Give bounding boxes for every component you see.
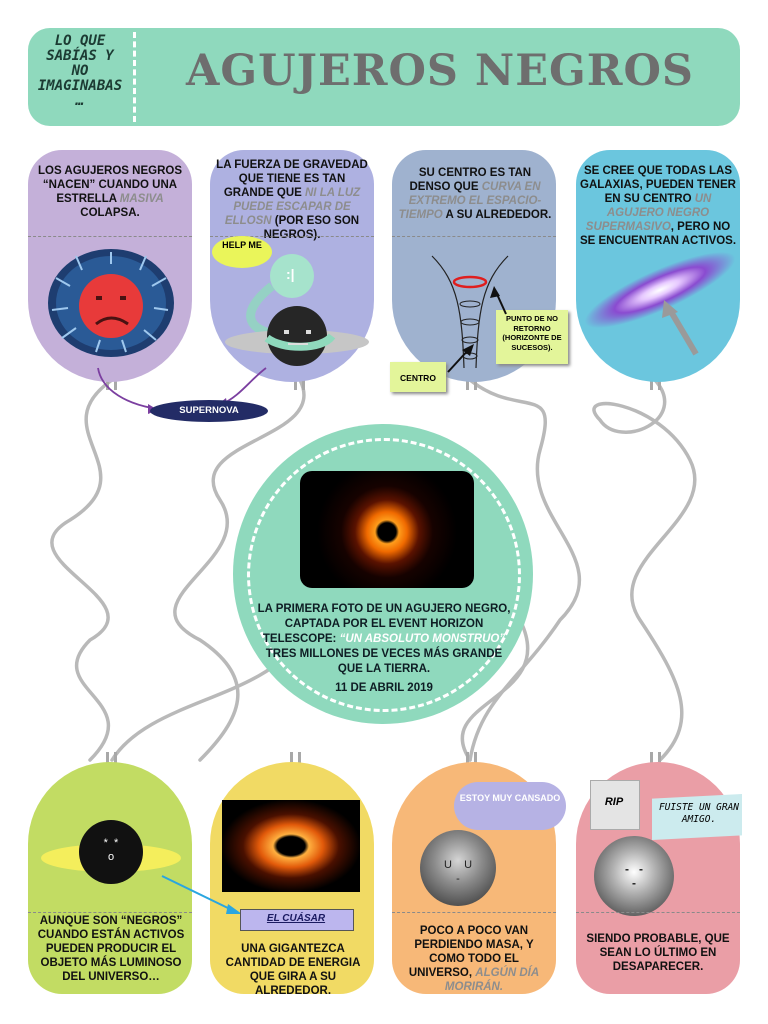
card-gravity-divider xyxy=(210,236,374,237)
card-active-text: AUNQUE SON “NEGROS” CUANDO ESTÁN ACTIVOS… xyxy=(37,915,185,983)
tired-bubble xyxy=(454,782,566,830)
label-point-of-no-return xyxy=(496,310,568,364)
card-birth-divider xyxy=(28,236,192,237)
center-circle-dashed xyxy=(247,438,521,712)
quasar-image xyxy=(222,800,360,892)
rip-tombstone xyxy=(590,780,640,830)
tired-face: U U - xyxy=(443,859,473,885)
galaxy-icon xyxy=(584,251,736,356)
page-title: AGUJEROS NEGROS xyxy=(186,46,694,96)
ghost-face: :| xyxy=(286,266,295,282)
card-last-text: SIENDO PROBABLE, QUE SEAN LO ÚLTIMO EN D… xyxy=(586,933,730,973)
fading-face: - - - xyxy=(625,862,643,890)
supernova-pill xyxy=(150,400,268,422)
center-line-1: LA PRIMERA FOTO DE UN AGUJERO NEGRO, xyxy=(257,603,511,615)
rip-text: RIP xyxy=(604,796,624,808)
center-date: 11 DE ABRIL 2019 xyxy=(335,682,433,694)
quasar-arrow xyxy=(161,875,242,914)
card-birth-text: LOS AGUJEROS NEGROS “NACEN” CUANDO UNA E… xyxy=(38,165,182,219)
center-line-2: CAPTADA POR EL EVENT HORIZON xyxy=(284,618,484,630)
card-quasar-text: UNA GIGANTEZCA CANTIDAD DE ENERGIA QUE G… xyxy=(225,943,361,997)
label-center-text: CENTRO xyxy=(400,373,436,383)
collapsing-star-icon xyxy=(48,249,174,357)
active-face: * * o xyxy=(103,837,119,863)
glowing-black-hole-icon xyxy=(41,820,181,884)
label-point-of-no-return-text: PUNTO DE NO RETORNO (HORIZONTE DE SUCESO… xyxy=(502,314,562,352)
card-last-divider xyxy=(576,912,740,913)
quasar-banner-label: EL CUÁSAR xyxy=(266,913,326,924)
center-line-3: TELESCOPE: “UN ABSOLUTO MONSTRUO” xyxy=(262,633,506,645)
card-active-divider xyxy=(28,912,192,913)
header-banner xyxy=(28,28,740,126)
card-galaxies-text: SE CREE QUE TODAS LAS GALAXIAS, PUEDEN T… xyxy=(579,165,737,247)
card-dying-divider xyxy=(392,912,556,913)
farewell-flag xyxy=(652,794,742,840)
fading-black-hole-icon xyxy=(594,836,674,916)
farewell-flag-text: FUISTE UN GRAN AMIGO. xyxy=(658,802,740,825)
card-dying-text: POCO A POCO VAN PERDIENDO MASA, Y COMO T… xyxy=(408,925,540,993)
label-center xyxy=(390,362,446,392)
quasar-banner xyxy=(240,909,354,931)
supernova-label: SUPERNOVA xyxy=(179,405,239,416)
card-gravity-text: LA FUERZA DE GRAVEDAD QUE TIENE ES TAN G… xyxy=(216,159,368,241)
card-spacetime-divider xyxy=(392,236,556,237)
header-subtitle: LO QUE SABÍAS Y NO IMAGINABAS … xyxy=(37,33,123,109)
center-line-4: TRES MILLONES DE VECES MÁS GRANDE xyxy=(265,648,503,660)
header-divider xyxy=(133,32,136,122)
black-hole-photo xyxy=(300,471,474,588)
center-line-5: QUE LA TIERRA. xyxy=(337,663,431,675)
black-hole-swallow-icon xyxy=(225,254,369,366)
arrows-spacetime xyxy=(447,286,507,373)
help-bubble: HELP ME xyxy=(212,236,272,268)
tired-bubble-text: ESTOY MUY CANSADO xyxy=(459,793,561,803)
tired-black-hole-icon xyxy=(420,830,496,906)
card-spacetime-text: SU CENTRO ES TAN DENSO QUE CURVA EN EXTR… xyxy=(398,167,552,221)
